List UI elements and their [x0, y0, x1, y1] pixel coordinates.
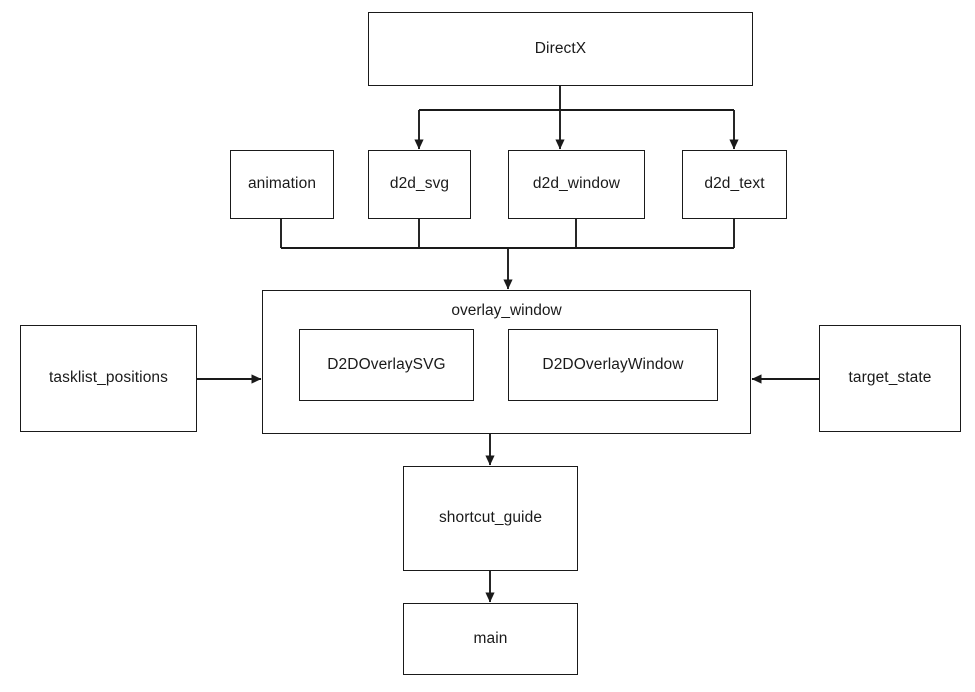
node-animation[interactable]: animation	[230, 150, 334, 219]
node-shortcut-guide-label: shortcut_guide	[438, 509, 543, 527]
edge-row2-merge-bus	[280, 218, 735, 249]
node-target-state-label: target_state	[848, 369, 932, 387]
node-main[interactable]: main	[403, 603, 578, 675]
node-target-state[interactable]: target_state	[819, 325, 961, 432]
node-overlay-window[interactable]: overlay_window D2DOverlaySVG D2DOverlayW…	[262, 290, 751, 434]
node-directx[interactable]: DirectX	[368, 12, 753, 86]
node-shortcut-guide[interactable]: shortcut_guide	[403, 466, 578, 571]
node-overlay-window-label: overlay_window	[451, 302, 562, 319]
node-d2d-svg-label: d2d_svg	[389, 175, 450, 193]
node-d2d-overlay-svg[interactable]: D2DOverlaySVG	[299, 329, 474, 401]
node-d2d-text-label: d2d_text	[704, 175, 765, 193]
node-directx-label: DirectX	[534, 39, 587, 57]
node-d2d-overlay-window-label: D2DOverlayWindow	[542, 355, 684, 373]
node-d2d-window[interactable]: d2d_window	[508, 150, 645, 219]
node-animation-label: animation	[247, 175, 317, 193]
node-d2d-svg[interactable]: d2d_svg	[368, 150, 471, 219]
node-d2d-window-label: d2d_window	[532, 175, 621, 193]
node-d2d-overlay-window[interactable]: D2DOverlayWindow	[508, 329, 718, 401]
node-d2d-overlay-svg-label: D2DOverlaySVG	[327, 355, 446, 373]
node-main-label: main	[473, 629, 508, 647]
node-tasklist-positions-label: tasklist_positions	[49, 369, 168, 387]
edge-directx-bus	[419, 85, 734, 111]
node-tasklist-positions[interactable]: tasklist_positions	[20, 325, 197, 432]
node-d2d-text[interactable]: d2d_text	[682, 150, 787, 219]
